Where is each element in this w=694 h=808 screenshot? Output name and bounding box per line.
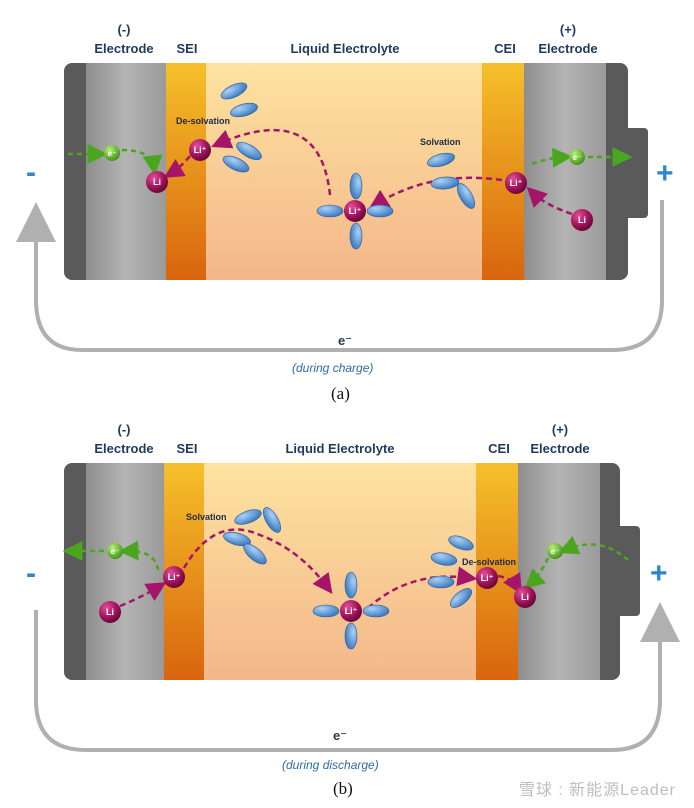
external-circuit-arrow (34, 602, 680, 752)
electrolyte-region (204, 463, 476, 680)
pos-electrode (518, 463, 600, 680)
electrolyte-region (206, 63, 482, 280)
pos-electrode-sign: (+) (551, 422, 569, 437)
desolvation-label: De-solvation (462, 557, 516, 567)
electron-label: e⁻ (108, 149, 117, 158)
li-label: Li (521, 592, 529, 602)
electron-path-to-li (524, 557, 550, 590)
cei-layer (482, 63, 524, 280)
positive-sign: + (650, 557, 668, 590)
sei-label: SEI (176, 41, 198, 56)
discharge-cell-diagram: Li Li⁺ Li⁺ Li⁺ Li e⁻ e⁻ Solvation De-sol… (34, 463, 680, 752)
li-path-cei-to-electrode (497, 572, 522, 595)
li-ion-label: Li⁺ (481, 573, 494, 583)
li-ion-label: Li⁺ (345, 606, 358, 616)
li-species (146, 139, 593, 231)
li-path-bulk-to-cei (367, 566, 478, 609)
external-electron-label: e⁻ (333, 728, 347, 743)
desolvation-label: De-solvation (176, 116, 230, 126)
caption-b: (b) (333, 779, 353, 798)
li-path-sei-to-bulk (182, 528, 333, 595)
cei-label: CEI (488, 441, 510, 456)
charge-note: (during charge) (292, 361, 374, 375)
positive-sign: + (656, 157, 674, 190)
pos-electrode-sign: (+) (559, 22, 577, 37)
solvation-label: Solvation (186, 512, 227, 522)
li-path-cei-to-bulk (368, 176, 503, 210)
li-ion-label: Li⁺ (168, 572, 181, 582)
external-circuit-arrow (16, 200, 664, 352)
electrons (107, 543, 563, 559)
electrolyte-label: Liquid Electrolyte (285, 441, 395, 456)
electron-label: e⁻ (551, 547, 560, 556)
negative-sign: - (26, 557, 36, 590)
negative-sign: - (26, 156, 36, 189)
caption-a: (a) (331, 384, 350, 403)
li-ion-label: Li⁺ (510, 178, 523, 188)
positive-terminal (612, 526, 640, 616)
li-path-bulk-to-sei (211, 128, 332, 196)
li-ion-label: Li⁺ (349, 206, 362, 216)
discharge-note: (during discharge) (282, 758, 379, 772)
li-path-sei-to-electrode (163, 155, 191, 178)
cei-label: CEI (494, 41, 516, 56)
solvent-molecules (223, 507, 474, 650)
electron-path-out (531, 147, 573, 168)
li-path-electrode-to-sei (119, 582, 167, 608)
li-species (99, 566, 536, 623)
li-label: Li (578, 215, 586, 225)
electrolyte-label: Liquid Electrolyte (290, 41, 400, 56)
neg-electrode-sign: (-) (117, 422, 131, 437)
sei-label: SEI (176, 441, 198, 456)
panel-charge: (-) Electrode SEI Liquid Electrolyte CEI… (16, 22, 674, 403)
neg-electrode-label: Electrode (94, 441, 154, 456)
li-path-electrode-to-cei (526, 186, 573, 216)
neg-electrode-sign: (-) (117, 22, 131, 37)
watermark: 雪球 : 新能源Leader (518, 782, 676, 799)
panel-discharge: (-) Electrode SEI Liquid Electrolyte CEI… (0, 400, 694, 808)
electron-label: e⁻ (111, 547, 120, 556)
pos-electrode-label: Electrode (538, 41, 598, 56)
electrons (104, 145, 585, 165)
li-label: Li (153, 177, 161, 187)
electron-label: e⁻ (573, 153, 582, 162)
pos-electrode (524, 63, 606, 280)
electron-path-from-li (118, 540, 160, 571)
solvent-molecules (220, 82, 476, 250)
li-ion-label: Li⁺ (194, 145, 207, 155)
charge-cell-diagram: Li Li⁺ Li⁺ Li⁺ Li e⁻ e⁻ De-solvation Sol… (16, 63, 664, 352)
neg-electrode-label: Electrode (94, 41, 154, 56)
pos-electrode-label: Electrode (530, 441, 590, 456)
solvation-label: Solvation (420, 137, 461, 147)
li-label: Li (106, 607, 114, 617)
positive-terminal (620, 128, 648, 218)
external-electron-label: e⁻ (338, 333, 352, 348)
neg-electrode (86, 463, 164, 680)
electron-path-to-li (121, 148, 163, 176)
